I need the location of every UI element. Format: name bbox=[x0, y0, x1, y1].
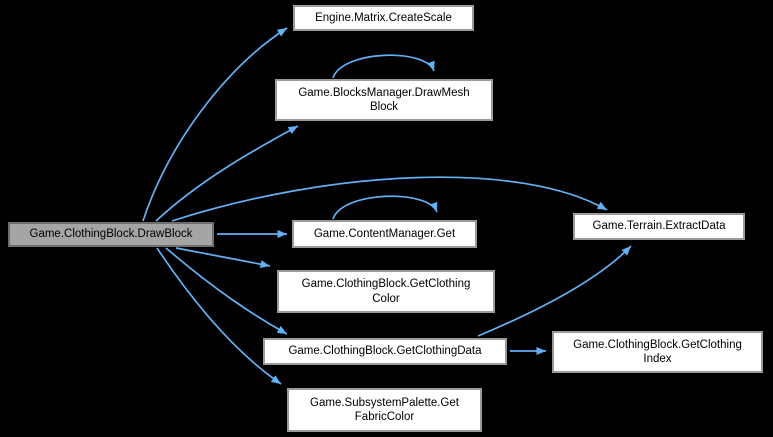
node-terrain-extractdata[interactable]: Game.Terrain.ExtractData bbox=[573, 213, 745, 240]
node-label: Game.ClothingBlock.GetClothingData bbox=[288, 345, 482, 358]
node-clothingblock-drawblock-current: Game.ClothingBlock.DrawBlock bbox=[8, 222, 214, 247]
node-clothingblock-getclothingindex[interactable]: Game.ClothingBlock.GetClothing Index bbox=[552, 331, 763, 373]
node-label: Game.BlocksManager.DrawMesh bbox=[298, 86, 470, 99]
node-label: FabricColor bbox=[354, 411, 415, 423]
node-label: Engine.Matrix.CreateScale bbox=[315, 11, 452, 24]
node-label: Index bbox=[643, 353, 672, 365]
edge-drawblock-to-getclothingcolor bbox=[175, 247, 271, 269]
node-contentmanager-get[interactable]: Game.ContentManager.Get bbox=[292, 220, 477, 248]
node-label: Game.ClothingBlock.GetClothing bbox=[301, 278, 471, 291]
node-engine-matrix-createscale[interactable]: Engine.Matrix.CreateScale bbox=[293, 5, 474, 31]
edge-contentget-self-loop bbox=[332, 195, 438, 220]
node-label: Game.Terrain.ExtractData bbox=[592, 220, 726, 233]
node-clothingblock-getclothingdata[interactable]: Game.ClothingBlock.GetClothingData bbox=[263, 338, 507, 365]
node-blocksmanager-drawmeshblock[interactable]: Game.BlocksManager.DrawMesh Block bbox=[275, 79, 493, 121]
node-subsystempalette-getfabriccolor[interactable]: Game.SubsystemPalette.Get FabricColor bbox=[287, 388, 482, 432]
node-label: Block bbox=[369, 101, 399, 113]
node-label: Game.ContentManager.Get bbox=[313, 227, 456, 240]
edge-drawblock-to-createscale bbox=[142, 27, 288, 222]
edge-drawblock-to-getclothingdata bbox=[165, 247, 288, 335]
edge-drawblock-to-getfabriccolor bbox=[156, 247, 282, 385]
node-label: Game.ClothingBlock.GetClothing bbox=[573, 338, 742, 351]
edge-drawblock-to-drawmeshblock bbox=[155, 125, 299, 222]
node-label: Game.ClothingBlock.DrawBlock bbox=[29, 228, 193, 241]
node-clothingblock-getclothingcolor[interactable]: Game.ClothingBlock.GetClothing Color bbox=[277, 270, 495, 313]
node-label: Game.SubsystemPalette.Get bbox=[310, 396, 459, 409]
edge-drawmeshblock-self-loop bbox=[332, 54, 435, 79]
edge-getclothingdata-to-extractdata bbox=[477, 245, 632, 337]
node-label: Color bbox=[372, 292, 400, 305]
edge-drawblock-to-extractdata bbox=[171, 176, 608, 222]
